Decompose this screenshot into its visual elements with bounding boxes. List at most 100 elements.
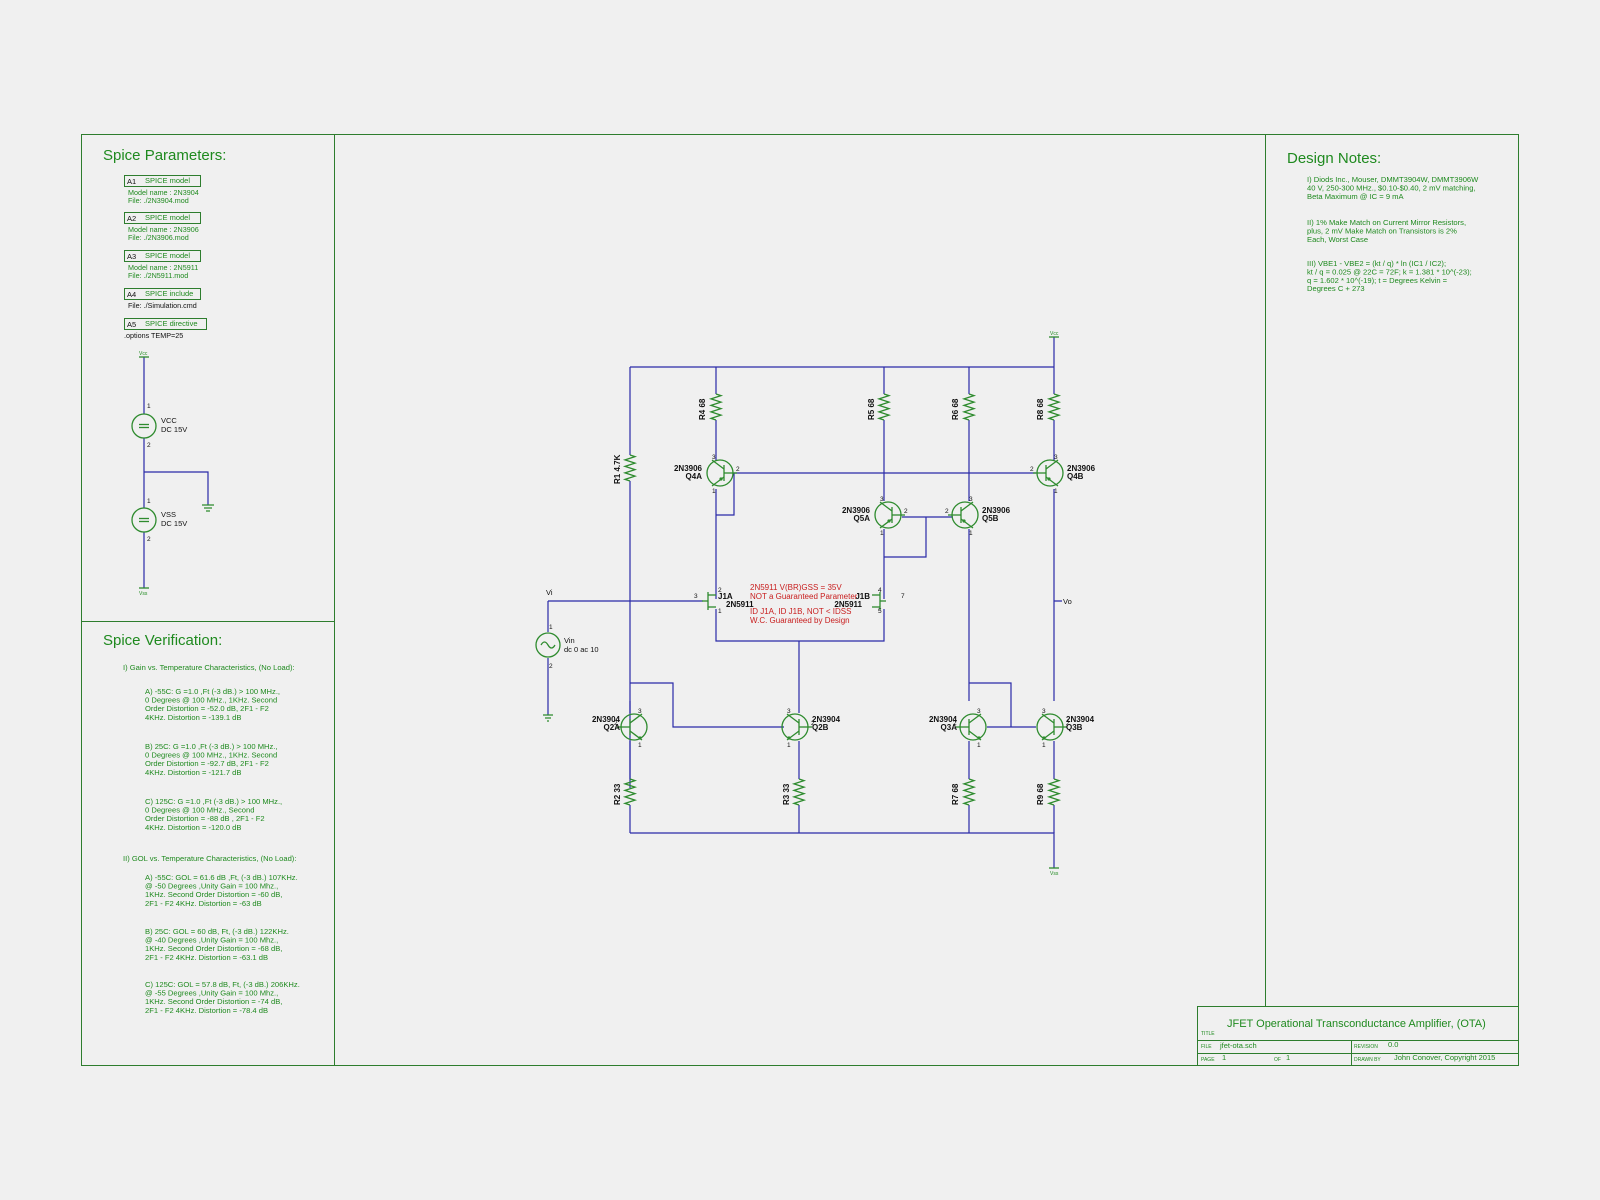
pin-number: 1 xyxy=(638,742,642,749)
dc-source-symbol xyxy=(131,507,157,533)
pin-number: 1 xyxy=(549,624,553,631)
transistor-ref: Q5B xyxy=(982,514,999,523)
resistor-label: R8 68 xyxy=(1036,398,1045,420)
ground-symbol xyxy=(202,504,214,512)
design-note-line: q = 1.602 * 10^(-19); t = Degrees Kelvin… xyxy=(1307,276,1448,285)
transistor-part: 2N3904 xyxy=(929,715,958,724)
spice-block-tag: A1 xyxy=(127,177,136,186)
wire xyxy=(629,641,800,728)
spice-block-line1: .options TEMP=25 xyxy=(124,331,183,340)
transistor-collector xyxy=(960,501,974,512)
design-notes-text: I) Diods Inc., Mouser, DMMT3904W, DMMT39… xyxy=(1307,175,1479,293)
gol-line: 1KHz. Second Order Distortion = -68 dB, xyxy=(145,944,282,953)
wire xyxy=(629,741,1055,779)
resistor-label: R5 68 xyxy=(867,398,876,420)
transistor-collector xyxy=(1041,713,1055,724)
ground-symbol xyxy=(543,714,553,722)
wire xyxy=(629,805,1055,833)
resistor-symbol xyxy=(1046,778,1062,806)
pin-number: 3 xyxy=(638,708,642,715)
jfet-part: 2N5911 xyxy=(726,600,754,609)
jfet-ref: J1B xyxy=(855,592,870,601)
gain-line: Order Distortion = -52.0 dB, 2F1 - F2 xyxy=(145,704,269,713)
drawing-title: JFET Operational Transconductance Amplif… xyxy=(1227,1018,1486,1030)
spice-verification-title: Spice Verification: xyxy=(103,632,222,649)
spice-parameters-title: Spice Parameters: xyxy=(103,147,226,164)
drawn-by: John Conover, Copyright 2015 xyxy=(1394,1053,1495,1062)
spice-block-line1: File: ./Simulation.cmd xyxy=(128,301,197,310)
transistor-ref: Q3A xyxy=(941,723,958,732)
page-number: 1 xyxy=(1222,1053,1226,1062)
spice-block-line2: File: ./2N3906.mod xyxy=(128,233,189,242)
wire xyxy=(547,600,703,715)
transistor-collector xyxy=(711,459,725,470)
resistor-symbol xyxy=(1046,393,1062,421)
spice-block-box xyxy=(124,250,201,262)
gol-line: 2F1 - F2 4KHz. Distortion = -63.1 dB xyxy=(145,953,268,962)
transistor-arrow xyxy=(962,519,966,523)
pin-number: 2 xyxy=(953,720,957,727)
page-count: 1 xyxy=(1286,1053,1290,1062)
design-note-line: Each, Worst Case xyxy=(1307,235,1368,244)
sheet-border xyxy=(81,134,1519,1066)
vi-net-label: Vi xyxy=(546,588,553,597)
spice-block-type: SPICE include xyxy=(145,289,193,298)
file-name: jfet-ota.sch xyxy=(1219,1041,1257,1050)
wire xyxy=(715,489,970,701)
jfet-warning-line: NOT a Guaranteed Parameter xyxy=(750,592,858,601)
title-label: TITLE xyxy=(1201,1031,1215,1037)
transistor-ref: Q5A xyxy=(854,514,871,523)
gol-line: 2F1 - F2 4KHz. Distortion = -63 dB xyxy=(145,899,262,908)
transistor-ref: Q3B xyxy=(1066,723,1083,732)
design-notes-panel: Design Notes: I) Diods Inc., Mouser, DMM… xyxy=(1287,150,1479,293)
resistor-label: R4 68 xyxy=(698,398,707,420)
vin-value: dc 0 ac 10 xyxy=(564,645,599,654)
resistor-symbol xyxy=(622,778,638,806)
transistor-collector xyxy=(879,501,893,512)
vo-net-label: Vo xyxy=(1063,597,1072,606)
pin-number: 3 xyxy=(694,593,698,600)
gain-line: 4KHz. Distortion = -120.0 dB xyxy=(145,823,241,832)
page-label: PAGE xyxy=(1201,1057,1215,1063)
gain-line: 4KHz. Distortion = -121.7 dB xyxy=(145,768,241,777)
transistor-part: 2N3906 xyxy=(982,506,1011,515)
transistor-arrow xyxy=(977,736,981,740)
file-label: FILE xyxy=(1201,1044,1212,1050)
spice-block-line2: File: ./2N5911.mod xyxy=(128,271,188,280)
resistor-label: R7 68 xyxy=(951,783,960,805)
transistor-collector xyxy=(786,713,800,724)
wire xyxy=(716,472,1036,516)
pin-number: 1 xyxy=(787,742,791,749)
spice-block-tag: A2 xyxy=(127,214,136,223)
transistor-part: 2N3904 xyxy=(812,715,841,724)
pin-number: 1 xyxy=(712,488,716,495)
transistor-arrow xyxy=(787,736,791,740)
spice-block-line1: Model name : 2N3904 xyxy=(128,188,199,197)
pin-number: 2 xyxy=(1066,720,1070,727)
transistor-part: 2N3904 xyxy=(1066,715,1095,724)
spice-block-line2: File: ./2N3904.mod xyxy=(128,196,189,205)
transistor-arrow xyxy=(719,477,723,481)
resistor-label: R3 33 xyxy=(782,783,791,805)
spice-block-box xyxy=(124,288,201,300)
pin-number: 4 xyxy=(878,587,882,594)
dc-source-symbol xyxy=(131,413,157,439)
title-block: TITLE JFET Operational Transconductance … xyxy=(1197,1006,1519,1066)
resistor-symbol xyxy=(708,393,724,421)
transistor-part: 2N3906 xyxy=(1067,464,1096,473)
ac-source-wave xyxy=(540,641,556,649)
source-name: VSS xyxy=(161,510,176,519)
pin-number: 2 xyxy=(811,720,815,727)
transistor-part: 2N3906 xyxy=(842,506,871,515)
resistor-label: R1 4.7K xyxy=(613,454,622,484)
vcc-net-label: Vcc xyxy=(1050,331,1059,337)
gain-line: 0 Degrees @ 100 MHz., Second xyxy=(145,806,254,815)
design-notes-title: Design Notes: xyxy=(1287,150,1381,167)
gol-line: C) 125C: GOL = 57.8 dB, Ft, (-3 dB.) 206… xyxy=(145,980,300,989)
pin-number: 3 xyxy=(977,708,981,715)
spice-block-box xyxy=(124,175,201,187)
source-value: DC 15V xyxy=(161,519,187,528)
spice-block-type: SPICE model xyxy=(145,251,190,260)
